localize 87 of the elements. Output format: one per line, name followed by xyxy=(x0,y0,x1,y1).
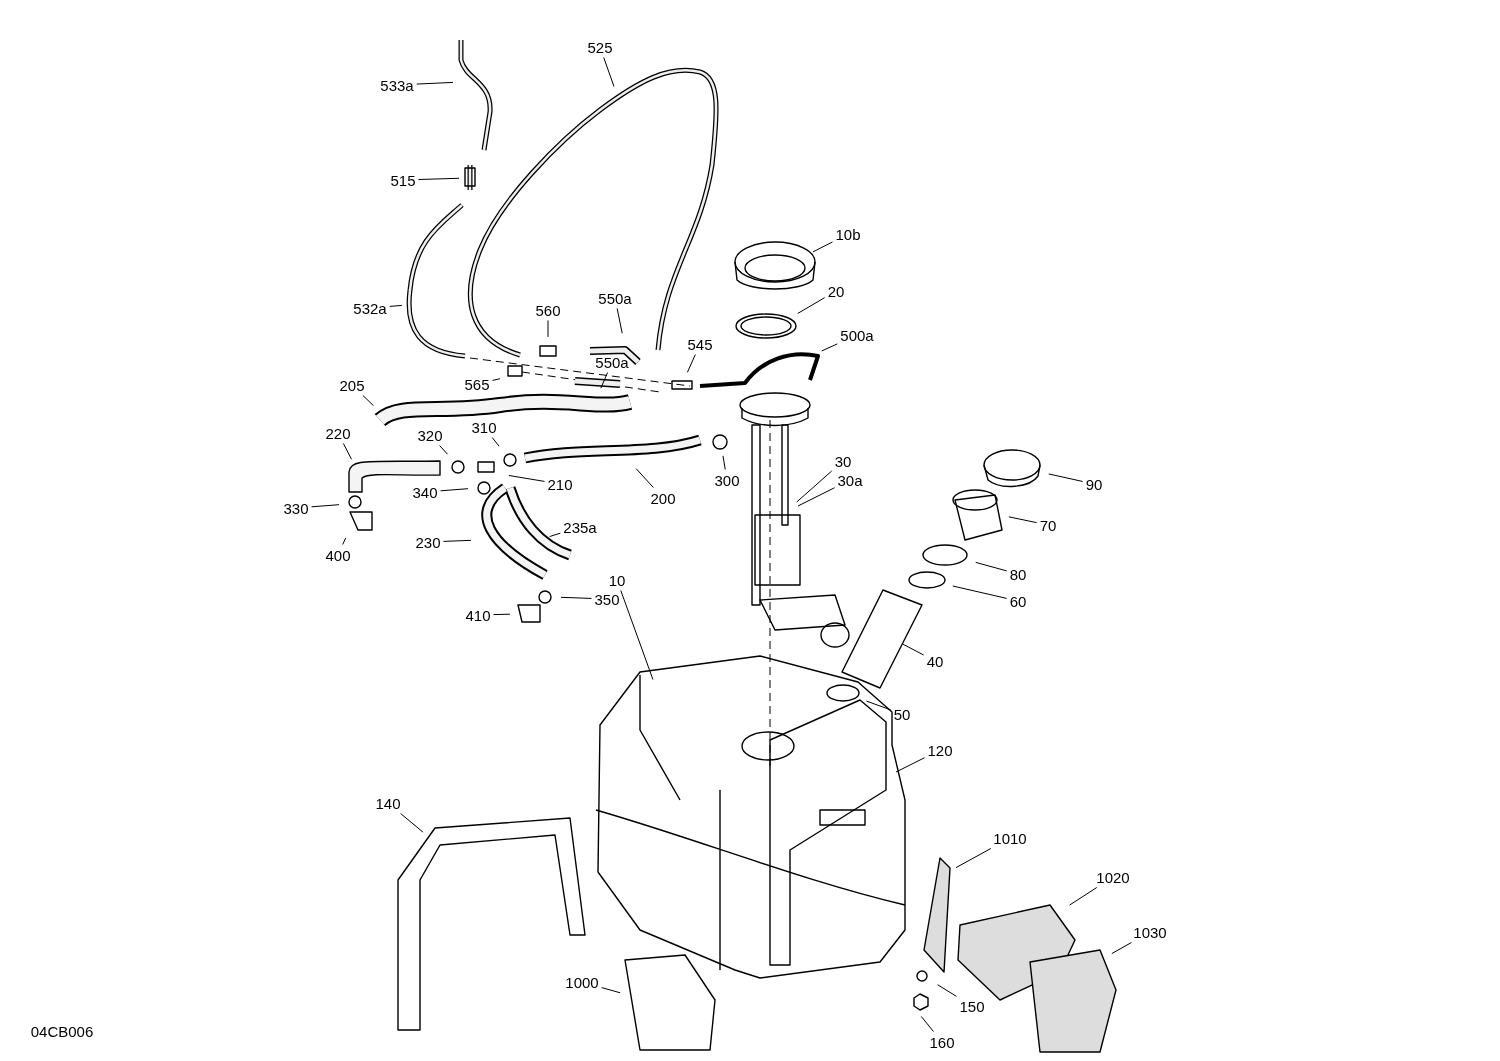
leader-line xyxy=(560,596,592,599)
leader-line xyxy=(1048,473,1084,482)
leader-line xyxy=(796,470,833,503)
callout-number: 565 xyxy=(464,375,490,393)
callout-number: 20 xyxy=(827,282,845,300)
callout-number: 210 xyxy=(547,475,573,493)
callout-number: 400 xyxy=(325,546,351,564)
callout-number: 330 xyxy=(283,499,309,517)
leader-line xyxy=(975,561,1008,572)
leader-line xyxy=(920,1015,934,1032)
callout-number: 515 xyxy=(390,171,416,189)
callout-number: 550a xyxy=(595,353,629,371)
callout-number: 1000 xyxy=(565,973,599,991)
callout-number: 230 xyxy=(415,533,441,551)
callout-number: 533a xyxy=(380,76,414,94)
callout-number: 1010 xyxy=(993,829,1027,847)
callout-number: 340 xyxy=(412,483,438,501)
leader-line xyxy=(547,320,549,338)
leader-line xyxy=(439,445,449,455)
leader-line xyxy=(493,613,511,616)
leader-line xyxy=(865,700,892,711)
callout-number: 220 xyxy=(325,424,351,442)
leader-line xyxy=(797,487,835,507)
callout-number: 1030 xyxy=(1133,923,1167,941)
callout-number: 70 xyxy=(1039,516,1057,534)
callout-number: 40 xyxy=(926,652,944,670)
callout-number: 140 xyxy=(375,794,401,812)
callout-number: 550a xyxy=(598,289,632,307)
leader-line xyxy=(722,455,726,470)
leader-line xyxy=(955,848,992,869)
leader-line xyxy=(1069,887,1098,906)
callout-number: 560 xyxy=(535,301,561,319)
callout-number: 200 xyxy=(650,489,676,507)
callout-number: 235a xyxy=(563,518,597,536)
leader-line xyxy=(797,297,826,314)
drawing-code: 04CB006 xyxy=(30,1022,94,1040)
callout-number: 30 xyxy=(834,452,852,470)
leader-line xyxy=(362,395,374,407)
callout-number: 500a xyxy=(840,326,874,344)
leader-line xyxy=(418,177,460,180)
leader-line xyxy=(895,757,925,773)
leader-line xyxy=(400,813,424,833)
callout-number: 1020 xyxy=(1096,868,1130,886)
leader-line xyxy=(635,468,654,488)
leader-line xyxy=(443,539,472,542)
leader-line xyxy=(821,343,838,352)
leader-line xyxy=(902,643,925,656)
callout-number: 320 xyxy=(417,426,443,444)
callout-number: 525 xyxy=(587,38,613,56)
callout-number: 160 xyxy=(929,1033,955,1051)
callout-number: 50 xyxy=(893,705,911,723)
callout-number: 300 xyxy=(714,471,740,489)
leader-line xyxy=(416,81,454,85)
callout-number: 150 xyxy=(959,997,985,1015)
callout-number: 310 xyxy=(471,418,497,436)
leader-line xyxy=(686,354,696,373)
leader-line xyxy=(1111,942,1132,955)
callout-number: 60 xyxy=(1009,592,1027,610)
leader-line xyxy=(601,987,621,994)
leader-line xyxy=(600,372,609,389)
leader-line xyxy=(389,304,403,307)
leader-line xyxy=(1008,516,1038,524)
callout-number: 30a xyxy=(837,471,863,489)
callout-number: 545 xyxy=(687,335,713,353)
callout-number: 350 xyxy=(594,590,620,608)
leader-line xyxy=(342,537,347,545)
leader-line xyxy=(311,504,340,508)
callout-number: 205 xyxy=(339,376,365,394)
callout-number: 10 xyxy=(608,571,626,589)
leader-line xyxy=(491,437,500,447)
leader-line xyxy=(492,378,501,381)
leader-line xyxy=(937,984,957,997)
leader-line xyxy=(342,443,352,460)
callout-number: 120 xyxy=(927,741,953,759)
callout-number: 532a xyxy=(353,299,387,317)
leader-line xyxy=(620,590,654,681)
leader-line xyxy=(508,475,545,482)
leader-line xyxy=(440,488,469,492)
leader-line xyxy=(603,57,615,87)
callout-number: 10b xyxy=(835,225,861,243)
callout-number: 410 xyxy=(465,606,491,624)
leader-line xyxy=(952,585,1008,599)
leader-line xyxy=(616,308,623,334)
callout-number: 90 xyxy=(1085,475,1103,493)
leader-line xyxy=(812,241,833,253)
callout-number: 80 xyxy=(1009,565,1027,583)
leader-line xyxy=(549,532,561,538)
